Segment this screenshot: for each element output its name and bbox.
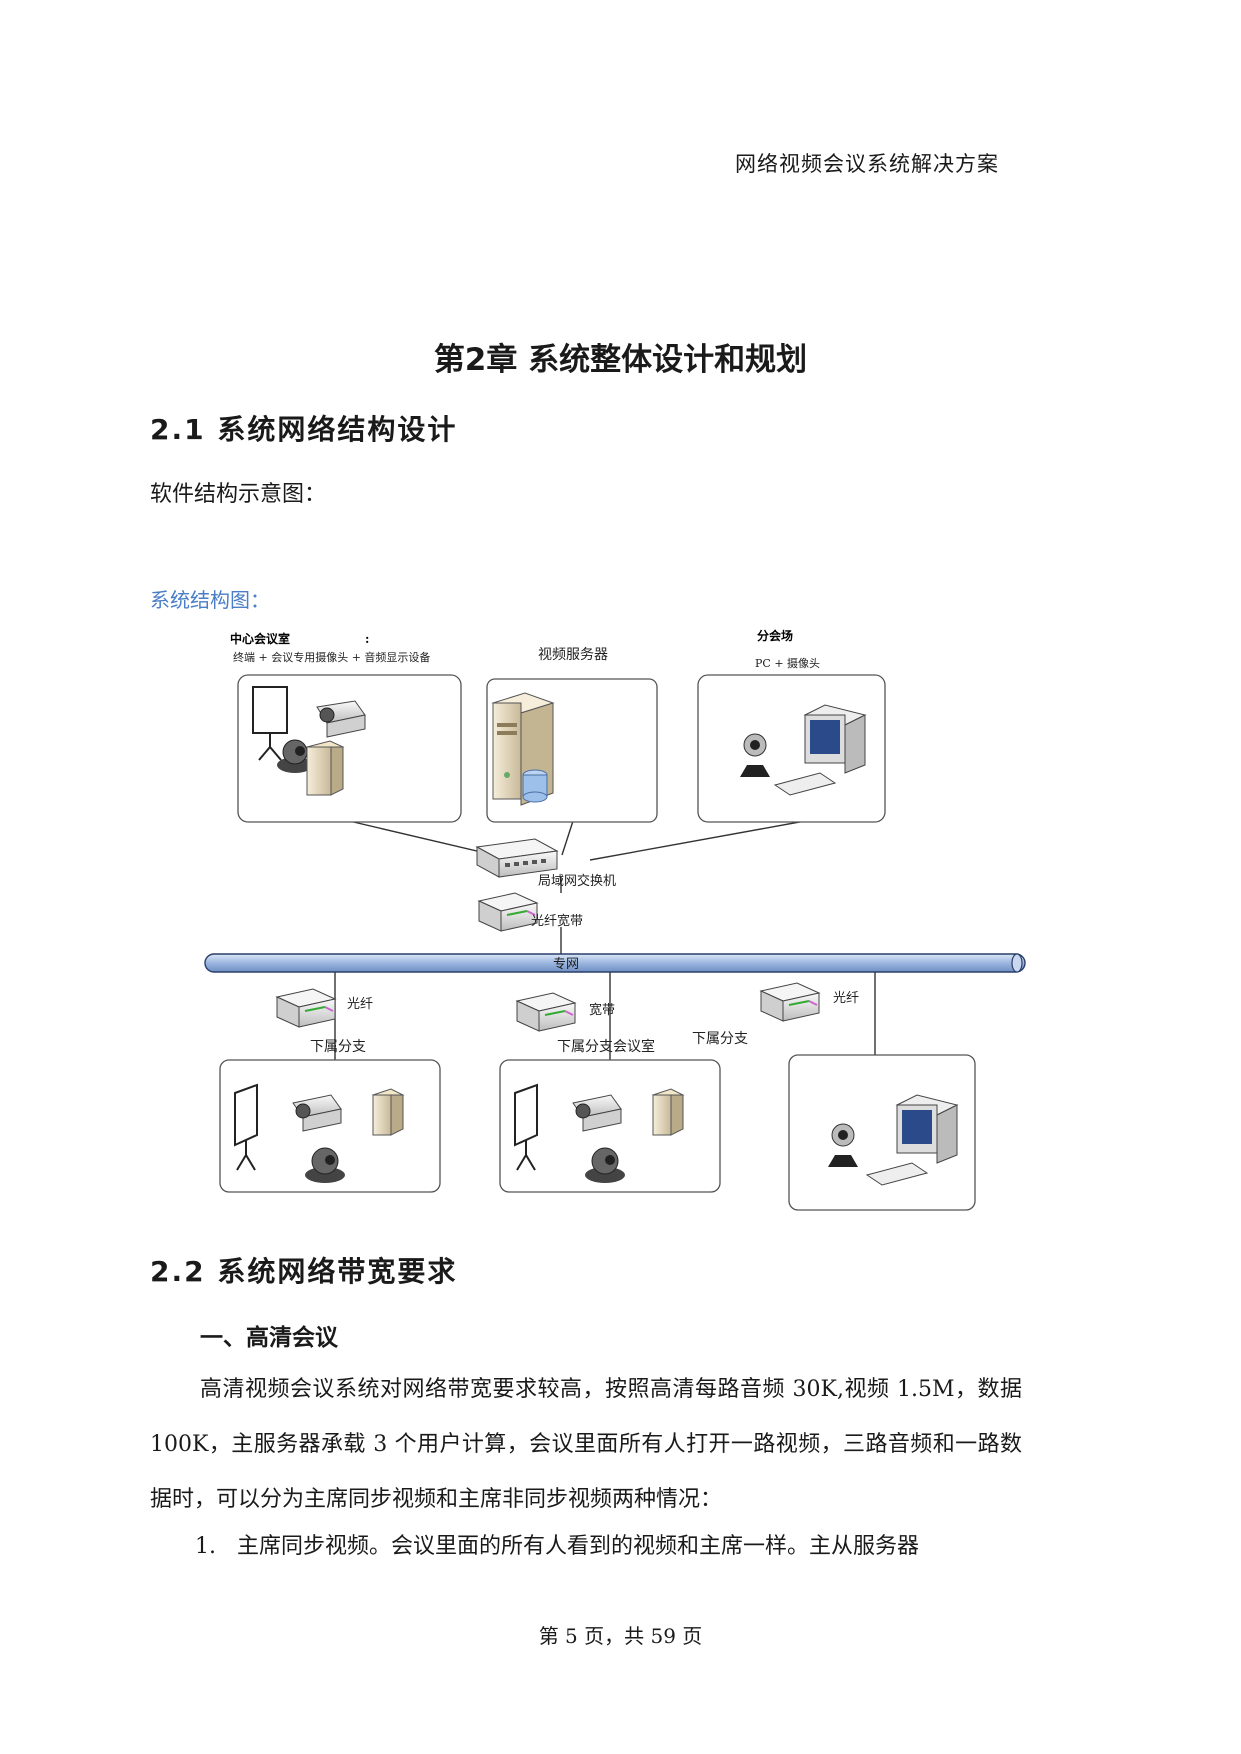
section-2-2-title: 2.2 系统网络带宽要求 [150,1255,458,1288]
branch-left-projector-icon [292,1094,342,1132]
list-item: 1. 主席同步视频。会议里面的所有人看到的视频和主席一样。主从服务器 [195,1528,919,1560]
conference-camera-icon [277,739,313,773]
database-icon [522,769,548,803]
branch-right-desktop-icon [865,1094,959,1186]
center-room-colon: : [365,632,369,646]
branch-right-link-label: 光纤 [833,991,859,1006]
branch-middle-projector-icon [572,1094,622,1132]
branch-middle-name: 下属分支会议室 [557,1038,655,1055]
center-room-box [237,674,462,823]
branch-right-router-icon [759,982,821,1022]
diagram-caption: 系统结构图： [150,588,270,612]
chapter-title: 第2章 系统整体设计和规划 [433,342,808,378]
center-room-desc: 终端 + 会议专用摄像头 + 音频显示设备 [233,650,430,664]
system-structure-diagram: 中心会议室 : 终端 + 会议专用摄像头 + 音频显示设备 视频服务器 分会场 … [204,628,1026,1211]
branch-left-router-icon [275,988,337,1028]
branch-left-link-label: 光纤 [347,997,373,1012]
private-network-pipe [204,953,1026,973]
running-header: 网络视频会议系统解决方案 [735,152,999,176]
branch-right-webcam-icon [828,1123,858,1167]
lan-switch-label: 局域网交换机 [538,873,616,889]
projection-screen-icon [252,686,288,761]
branch-right-box [788,1054,976,1211]
branch-left-camera-icon [305,1147,345,1183]
list-item-number: 1. [195,1534,216,1559]
center-room-title: 中心会议室 [230,631,290,646]
pc-tower-icon [305,740,345,796]
private-network-label: 专网 [553,957,579,972]
section-2-1-title: 2.1 系统网络结构设计 [150,413,458,446]
connection-lines [334,819,876,1060]
router-icon [477,892,539,932]
branch-middle-screen-icon [514,1083,538,1171]
list-item-text: 主席同步视频。会议里面的所有人看到的视频和主席一样。主从服务器 [237,1534,920,1559]
bandwidth-paragraph: 高清视频会议系统对网络带宽要求较高，按照高清每路音频 30K,视频 1.5M，数… [150,1377,1022,1512]
branch-left-name: 下属分支 [310,1039,366,1055]
lan-switch-icon [475,838,559,878]
page-footer: 第 5 页，共 59 页 [538,1624,703,1648]
sub-venue-desc: PC + 摄像头 [755,656,820,670]
desktop-computer-icon [773,704,867,796]
projector-icon [316,700,366,738]
branch-middle-router-icon [515,992,577,1032]
branch-right-name: 下属分支 [692,1031,748,1047]
webcam-icon [740,733,770,777]
intro-text: 软件结构示意图： [150,482,327,507]
sub-venue-title: 分会场 [757,628,793,643]
fiber-broadband-label: 光纤宽带 [531,913,583,929]
subsection-title: 一、高清会议 [200,1325,338,1351]
branch-left-screen-icon [234,1083,258,1171]
branch-left-pc-icon [371,1088,405,1136]
video-server-title: 视频服务器 [538,647,608,663]
branch-middle-pc-icon [651,1088,685,1136]
branch-middle-link-label: 宽带 [589,1002,615,1018]
branch-middle-camera-icon [585,1147,625,1183]
